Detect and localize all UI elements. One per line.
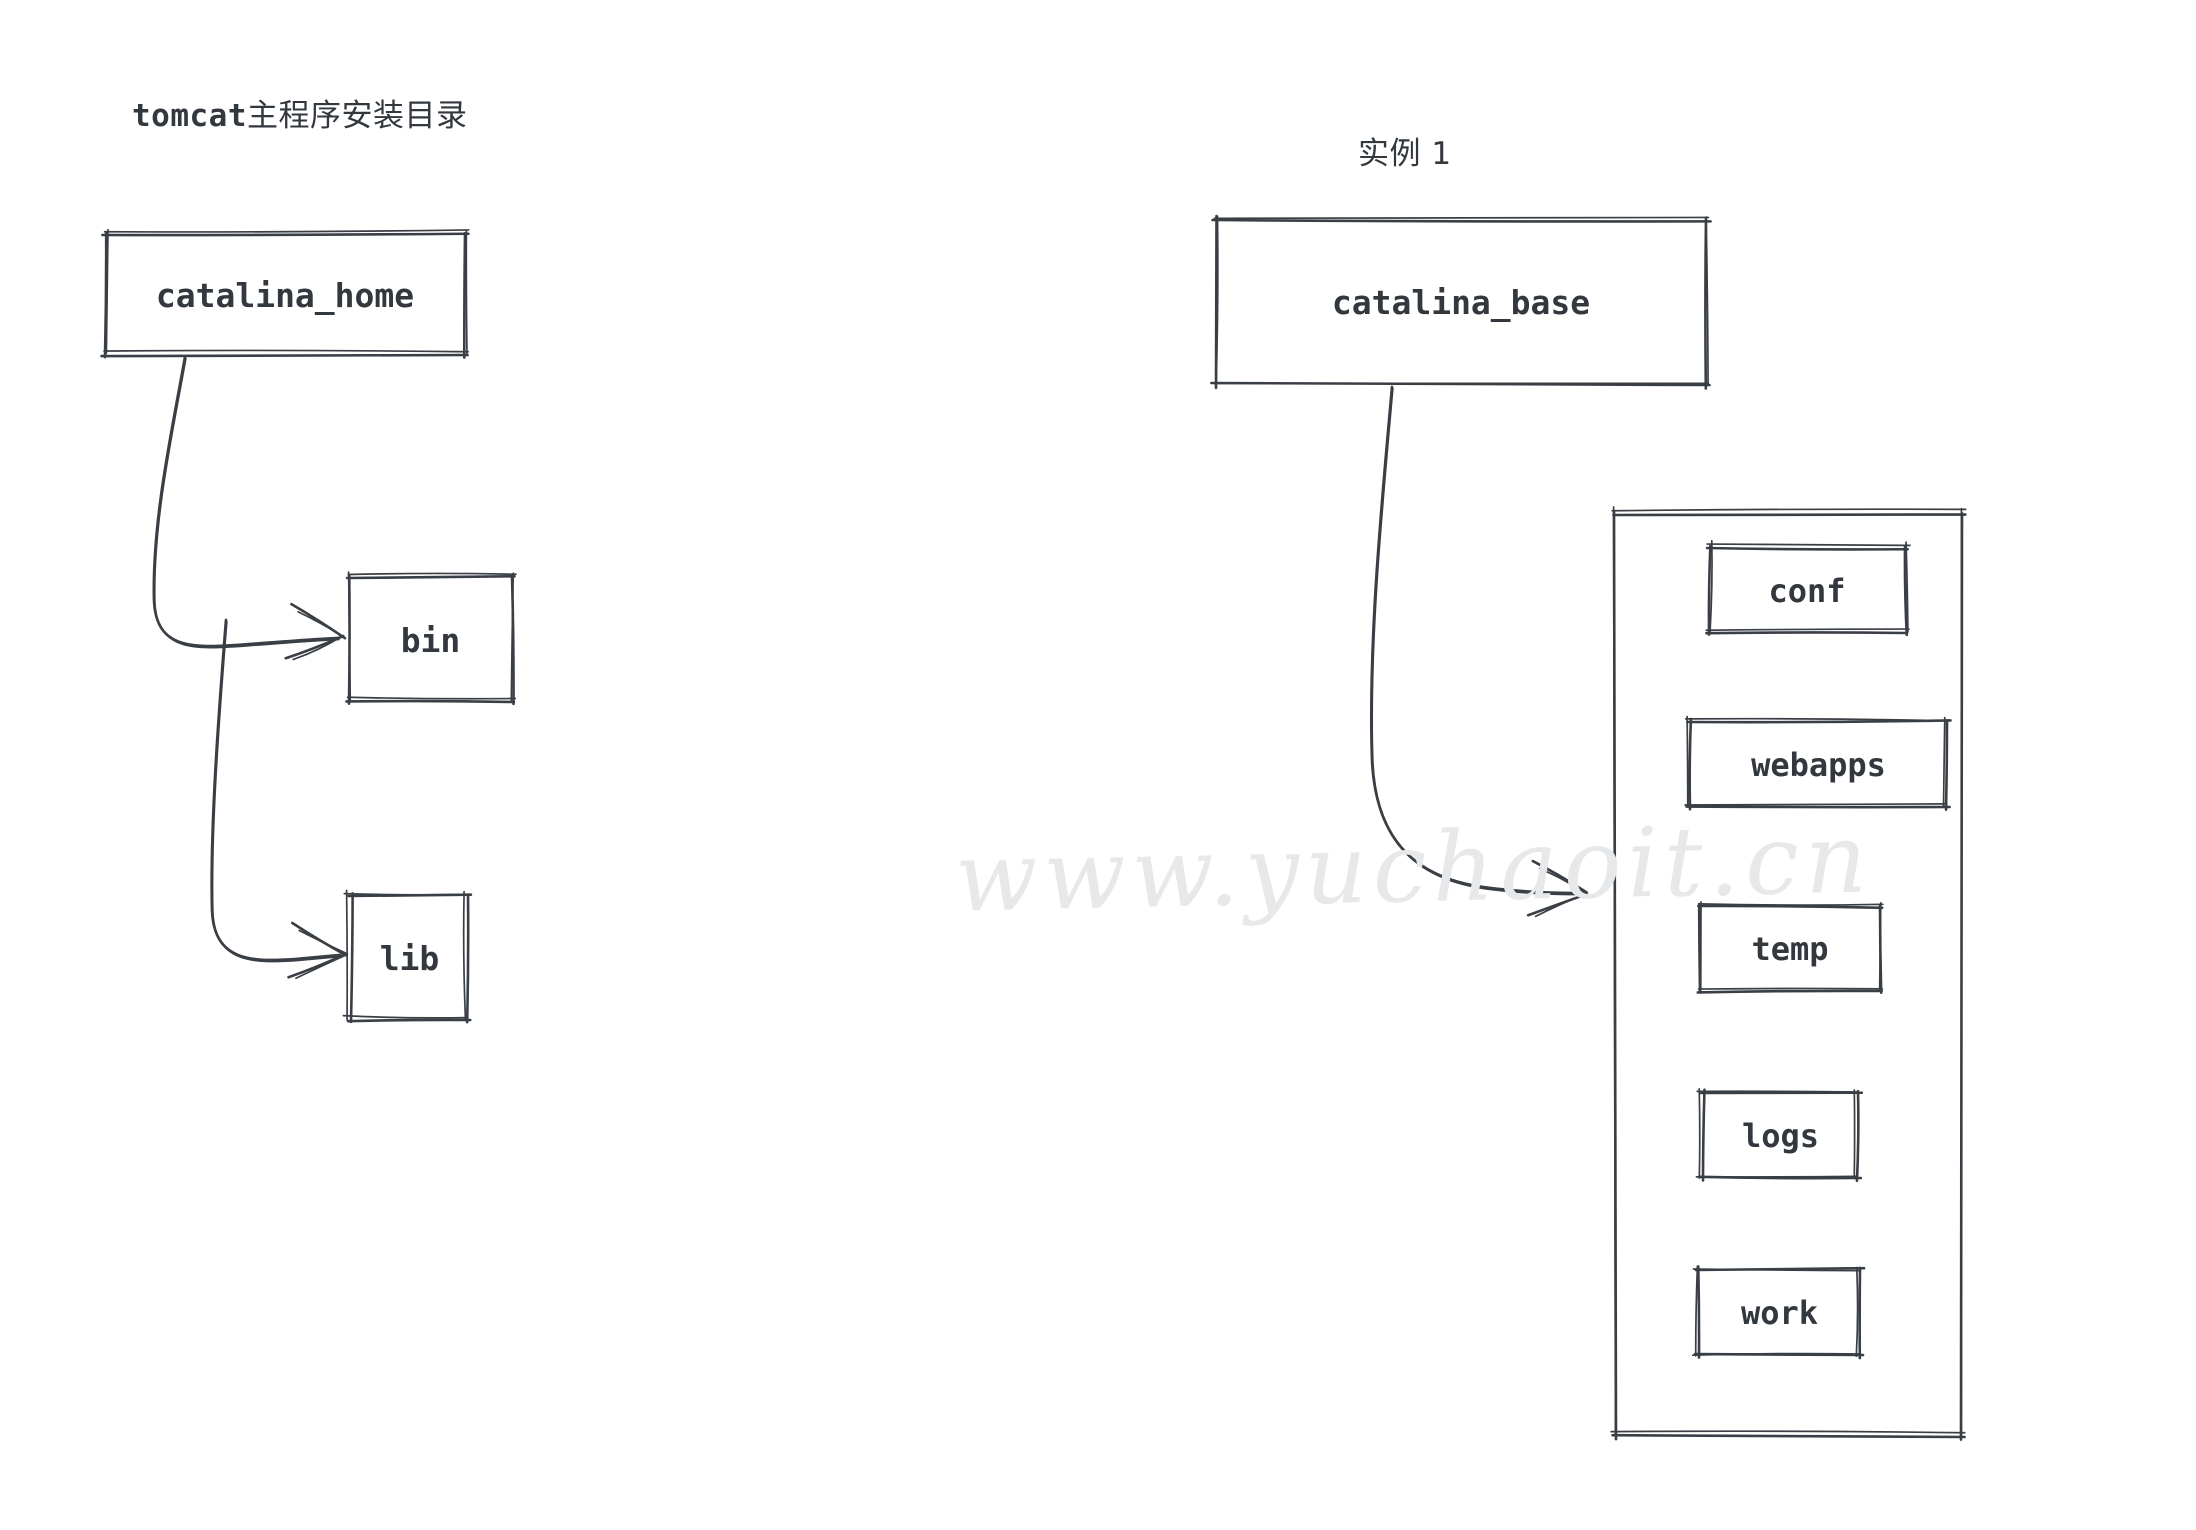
arrow-home-to-bin (152, 355, 347, 661)
arrow-home-to-lib (210, 618, 349, 980)
box-catalina-base (1210, 214, 1712, 390)
box-bin (345, 571, 517, 706)
box-logs (1695, 1087, 1864, 1183)
box-conf (1705, 539, 1911, 637)
box-temp (1696, 901, 1884, 994)
box-container (1610, 506, 1967, 1441)
box-webapps (1684, 715, 1952, 811)
box-work (1691, 1265, 1866, 1360)
box-lib (342, 889, 473, 1024)
arrow-base-to-container (1369, 385, 1589, 918)
box-catalina-home (100, 228, 470, 359)
